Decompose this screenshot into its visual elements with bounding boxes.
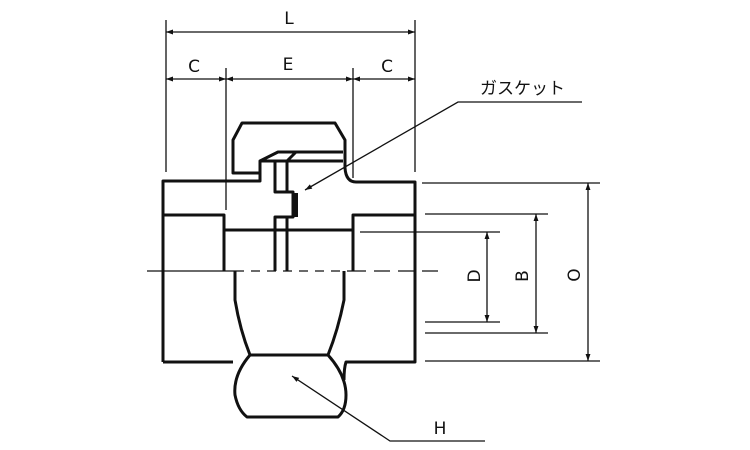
- hex-callout: [291, 375, 485, 442]
- dim-label-B: B: [513, 270, 533, 282]
- gasket-mark: [292, 193, 298, 217]
- dim-label-E: E: [283, 55, 294, 75]
- fitting-body: [161, 121, 417, 419]
- dim-label-L: L: [284, 9, 294, 29]
- dim-label-C-right: C: [381, 57, 393, 77]
- dim-label-O: O: [565, 268, 585, 281]
- gasket-callout: [304, 101, 582, 191]
- dimension-lines: [166, 29, 591, 361]
- dim-label-C-left: C: [188, 57, 200, 77]
- extension-lines: [165, 20, 600, 362]
- hex-label-H: H: [434, 419, 447, 439]
- gasket-label: ガスケット: [480, 79, 565, 99]
- dim-label-D: D: [465, 269, 485, 282]
